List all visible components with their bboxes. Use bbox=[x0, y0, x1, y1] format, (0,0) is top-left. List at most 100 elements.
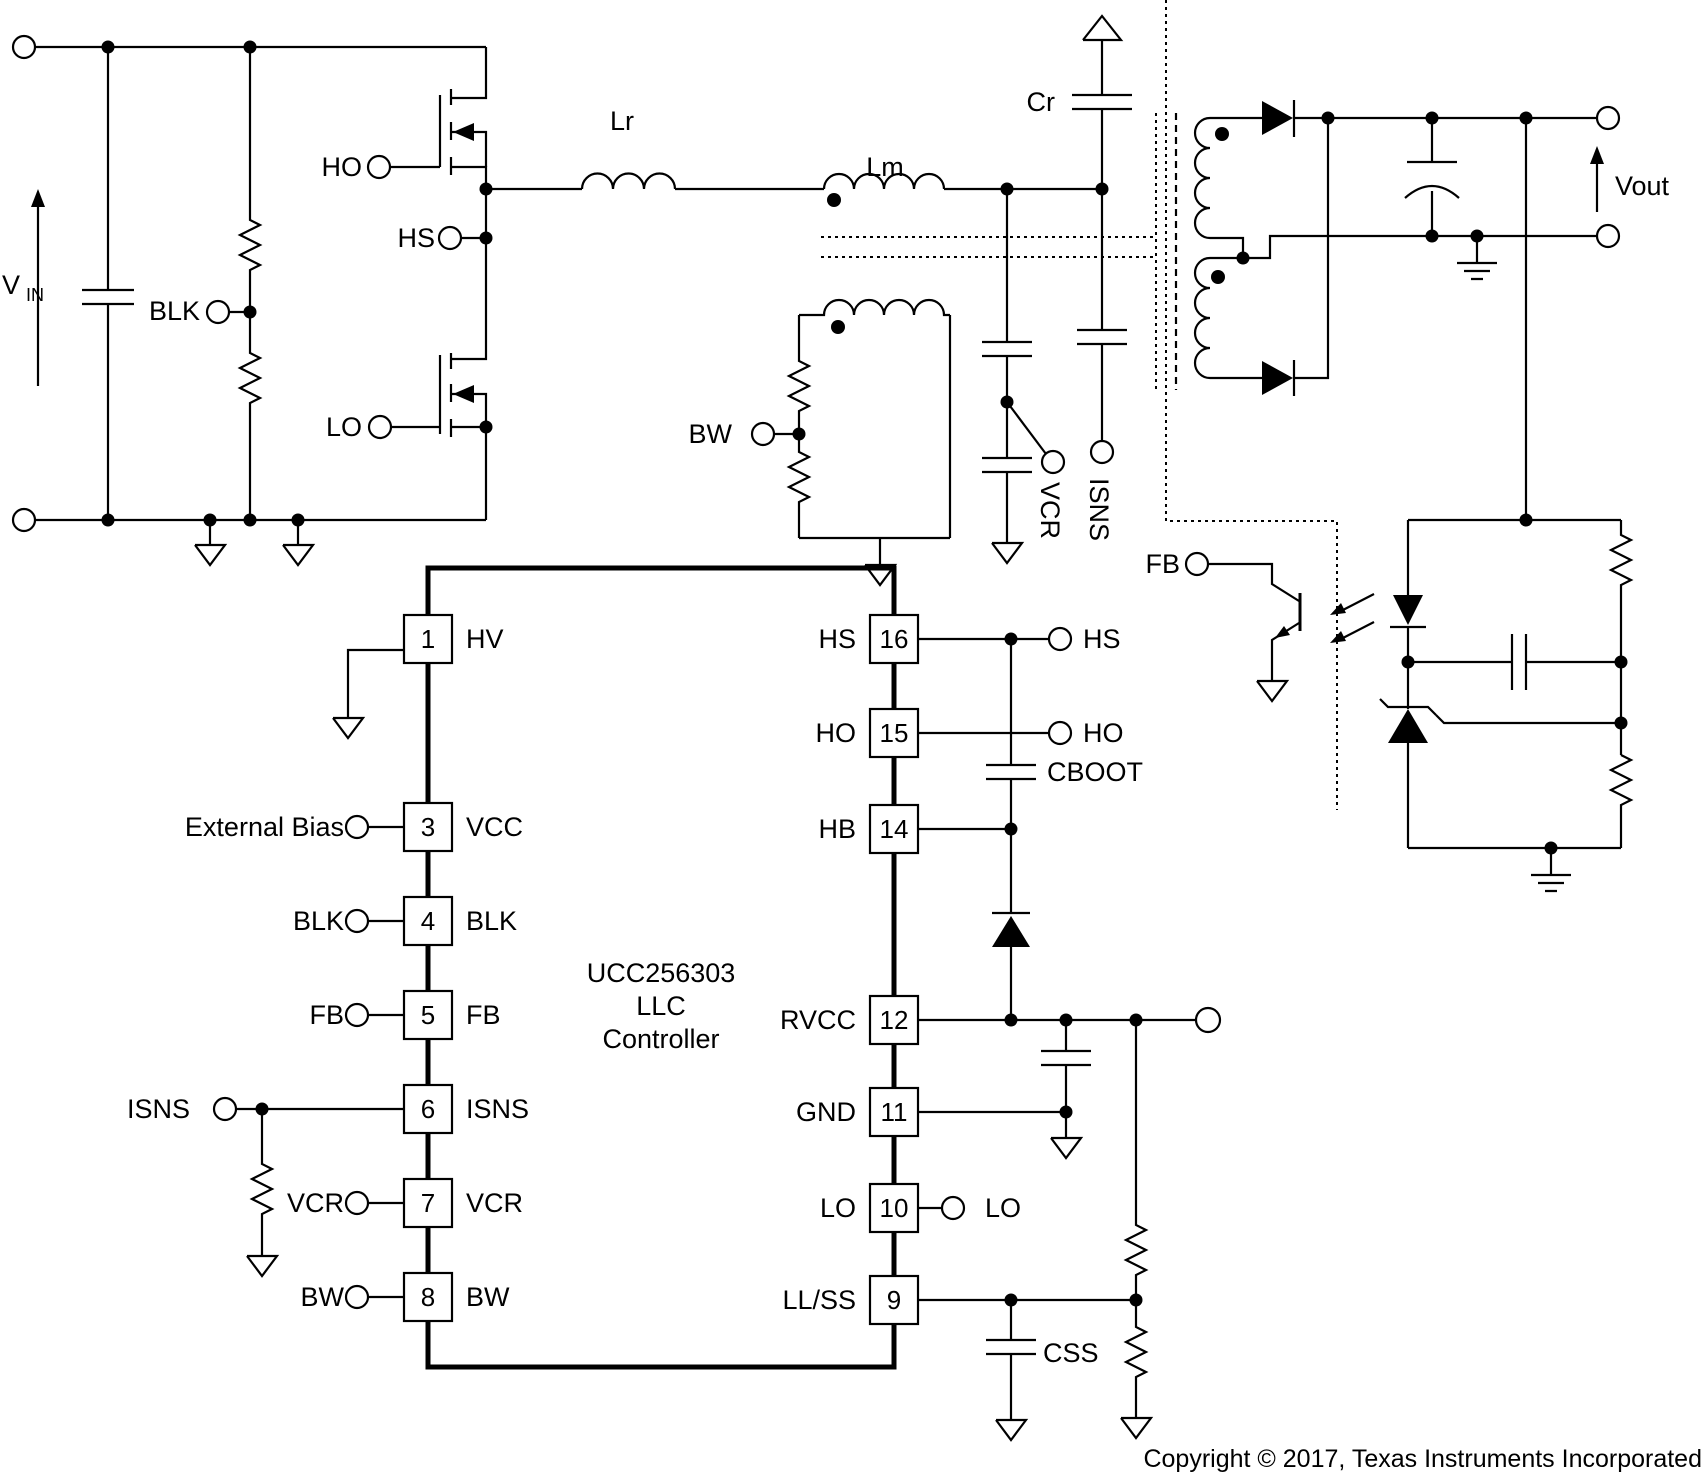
pin-number: 7 bbox=[421, 1188, 435, 1218]
blk-terminal-label: BLK bbox=[293, 906, 344, 936]
bw-net-label: BW bbox=[689, 419, 733, 449]
transformer-core-lines bbox=[821, 113, 1178, 390]
isns-terminal-label: ISNS bbox=[127, 1094, 190, 1124]
cboot-label: CBOOT bbox=[1047, 757, 1143, 787]
lm-label: Lm bbox=[866, 152, 904, 182]
pin-name-hv: HV bbox=[466, 624, 504, 654]
css-label: CSS bbox=[1043, 1338, 1099, 1368]
feedback-resistor-upper bbox=[1608, 520, 1634, 755]
bw-divider-resistor-lower bbox=[786, 434, 812, 538]
cr-label: Cr bbox=[1027, 87, 1056, 117]
secondary-rectifier: Vout bbox=[1193, 100, 1670, 521]
pin-name-hb: HB bbox=[818, 814, 856, 844]
lo-gate-terminal bbox=[367, 414, 393, 440]
isns-net-label: ISNS bbox=[1084, 478, 1114, 541]
pin-name-rvcc: RVCC bbox=[780, 1005, 856, 1035]
pin-number: 14 bbox=[880, 814, 909, 844]
ho-output-label: HO bbox=[1083, 718, 1124, 748]
pin-name-llss: LL/SS bbox=[782, 1285, 856, 1315]
pin-box-bw: 8 bbox=[402, 1271, 454, 1323]
pin-name-vcr: VCR bbox=[466, 1188, 523, 1218]
external-bias-terminal bbox=[344, 814, 370, 840]
optocoupler-led bbox=[1390, 520, 1426, 662]
pin-box-llss: 9 bbox=[868, 1274, 920, 1326]
fb-terminal-label: FB bbox=[309, 1000, 344, 1030]
inductor-lm bbox=[822, 172, 946, 207]
mosfet-high-side bbox=[390, 47, 488, 189]
isns-sense-terminal bbox=[1089, 439, 1115, 465]
cboot-capacitor bbox=[986, 639, 1036, 829]
pin-name-vcc: VCC bbox=[466, 812, 523, 842]
pin-name-bw: BW bbox=[466, 1282, 510, 1312]
resonant-tank: Lr Lm Cr bbox=[486, 14, 1132, 207]
rvcc-circuit bbox=[918, 1018, 1196, 1440]
pin-number: 1 bbox=[421, 624, 435, 654]
pin-box-fb: 5 bbox=[402, 989, 454, 1041]
ground-symbol bbox=[864, 538, 898, 587]
ground-symbol bbox=[1050, 1112, 1084, 1160]
input-stage: BLK V IN bbox=[2, 34, 486, 567]
rvcc-capacitor bbox=[1041, 1020, 1091, 1112]
compensation-capacitor bbox=[1408, 634, 1621, 690]
llss-divider-resistor-lower bbox=[1120, 1300, 1154, 1440]
vcr-pin-terminal bbox=[344, 1190, 370, 1216]
capacitor-cr bbox=[1072, 14, 1132, 189]
copyright-notice: Copyright © 2017, Texas Instruments Inco… bbox=[1143, 1445, 1702, 1473]
feedback-network: FB bbox=[1145, 513, 1634, 893]
hs-output-terminal bbox=[1047, 626, 1073, 652]
llss-circuit bbox=[918, 1206, 1136, 1442]
vout-negative-terminal bbox=[1595, 223, 1621, 249]
pin-box-ho: 15 bbox=[868, 707, 920, 759]
hs-ho-hb-circuit bbox=[918, 637, 1049, 1020]
pin-name-hs: HS bbox=[818, 624, 856, 654]
ic-body bbox=[425, 565, 897, 1370]
vin-positive-terminal bbox=[11, 34, 37, 60]
vin-negative-terminal bbox=[11, 507, 37, 533]
vin-arrow bbox=[31, 189, 45, 386]
pin-box-blk: 4 bbox=[402, 895, 454, 947]
vcr-sense-terminal bbox=[1040, 449, 1066, 475]
lo-output-label: LO bbox=[985, 1193, 1021, 1223]
fb-terminal bbox=[1184, 551, 1210, 577]
pin-name-ho: HO bbox=[816, 718, 857, 748]
pin-box-rvcc: 12 bbox=[868, 994, 920, 1046]
bw-divider-resistor-upper bbox=[786, 315, 812, 434]
mosfet-low-side bbox=[391, 238, 488, 520]
hv-ground-hook bbox=[332, 648, 404, 740]
rectifier-diode-lower bbox=[1210, 118, 1330, 396]
external-bias-label: External Bias bbox=[185, 812, 344, 842]
pin-box-hs: 16 bbox=[868, 613, 920, 665]
ground-symbol bbox=[282, 520, 316, 567]
isns-branch: ISNS bbox=[1077, 189, 1127, 541]
pin-number: 15 bbox=[880, 718, 909, 748]
blk-divider-resistor-lower bbox=[237, 312, 263, 520]
ho-output-terminal bbox=[1047, 720, 1073, 746]
inductor-lr bbox=[580, 172, 677, 190]
ground-symbol bbox=[991, 541, 1025, 565]
hs-output-label: HS bbox=[1083, 624, 1121, 654]
pin-name-isns: ISNS bbox=[466, 1094, 529, 1124]
ic-name-line3: Controller bbox=[602, 1024, 719, 1054]
pin-number: 16 bbox=[880, 624, 909, 654]
vcr-net-label: VCR bbox=[1035, 482, 1065, 539]
isns-pin-terminal bbox=[212, 1096, 238, 1122]
half-bridge: HO HS LO bbox=[322, 47, 493, 520]
vout-arrow bbox=[1590, 146, 1604, 212]
pin-number: 8 bbox=[421, 1282, 435, 1312]
bw-terminal bbox=[750, 421, 776, 447]
pin-box-hv: 1 bbox=[402, 613, 454, 665]
output-capacitor bbox=[1404, 118, 1460, 236]
vin-label-subscript: IN bbox=[26, 285, 44, 305]
blk-divider-resistor-upper bbox=[237, 47, 263, 312]
earth-ground-symbol bbox=[1531, 848, 1571, 893]
pin-number: 10 bbox=[880, 1193, 909, 1223]
aux-winding bbox=[799, 298, 950, 334]
vcr-terminal-label: VCR bbox=[287, 1188, 344, 1218]
rvcc-output-terminal bbox=[1194, 1006, 1222, 1034]
earth-ground-symbol bbox=[1457, 236, 1497, 281]
ground-symbol bbox=[194, 520, 228, 567]
bw-winding-block: BW bbox=[689, 298, 952, 587]
pin-box-vcc: 3 bbox=[402, 801, 454, 853]
